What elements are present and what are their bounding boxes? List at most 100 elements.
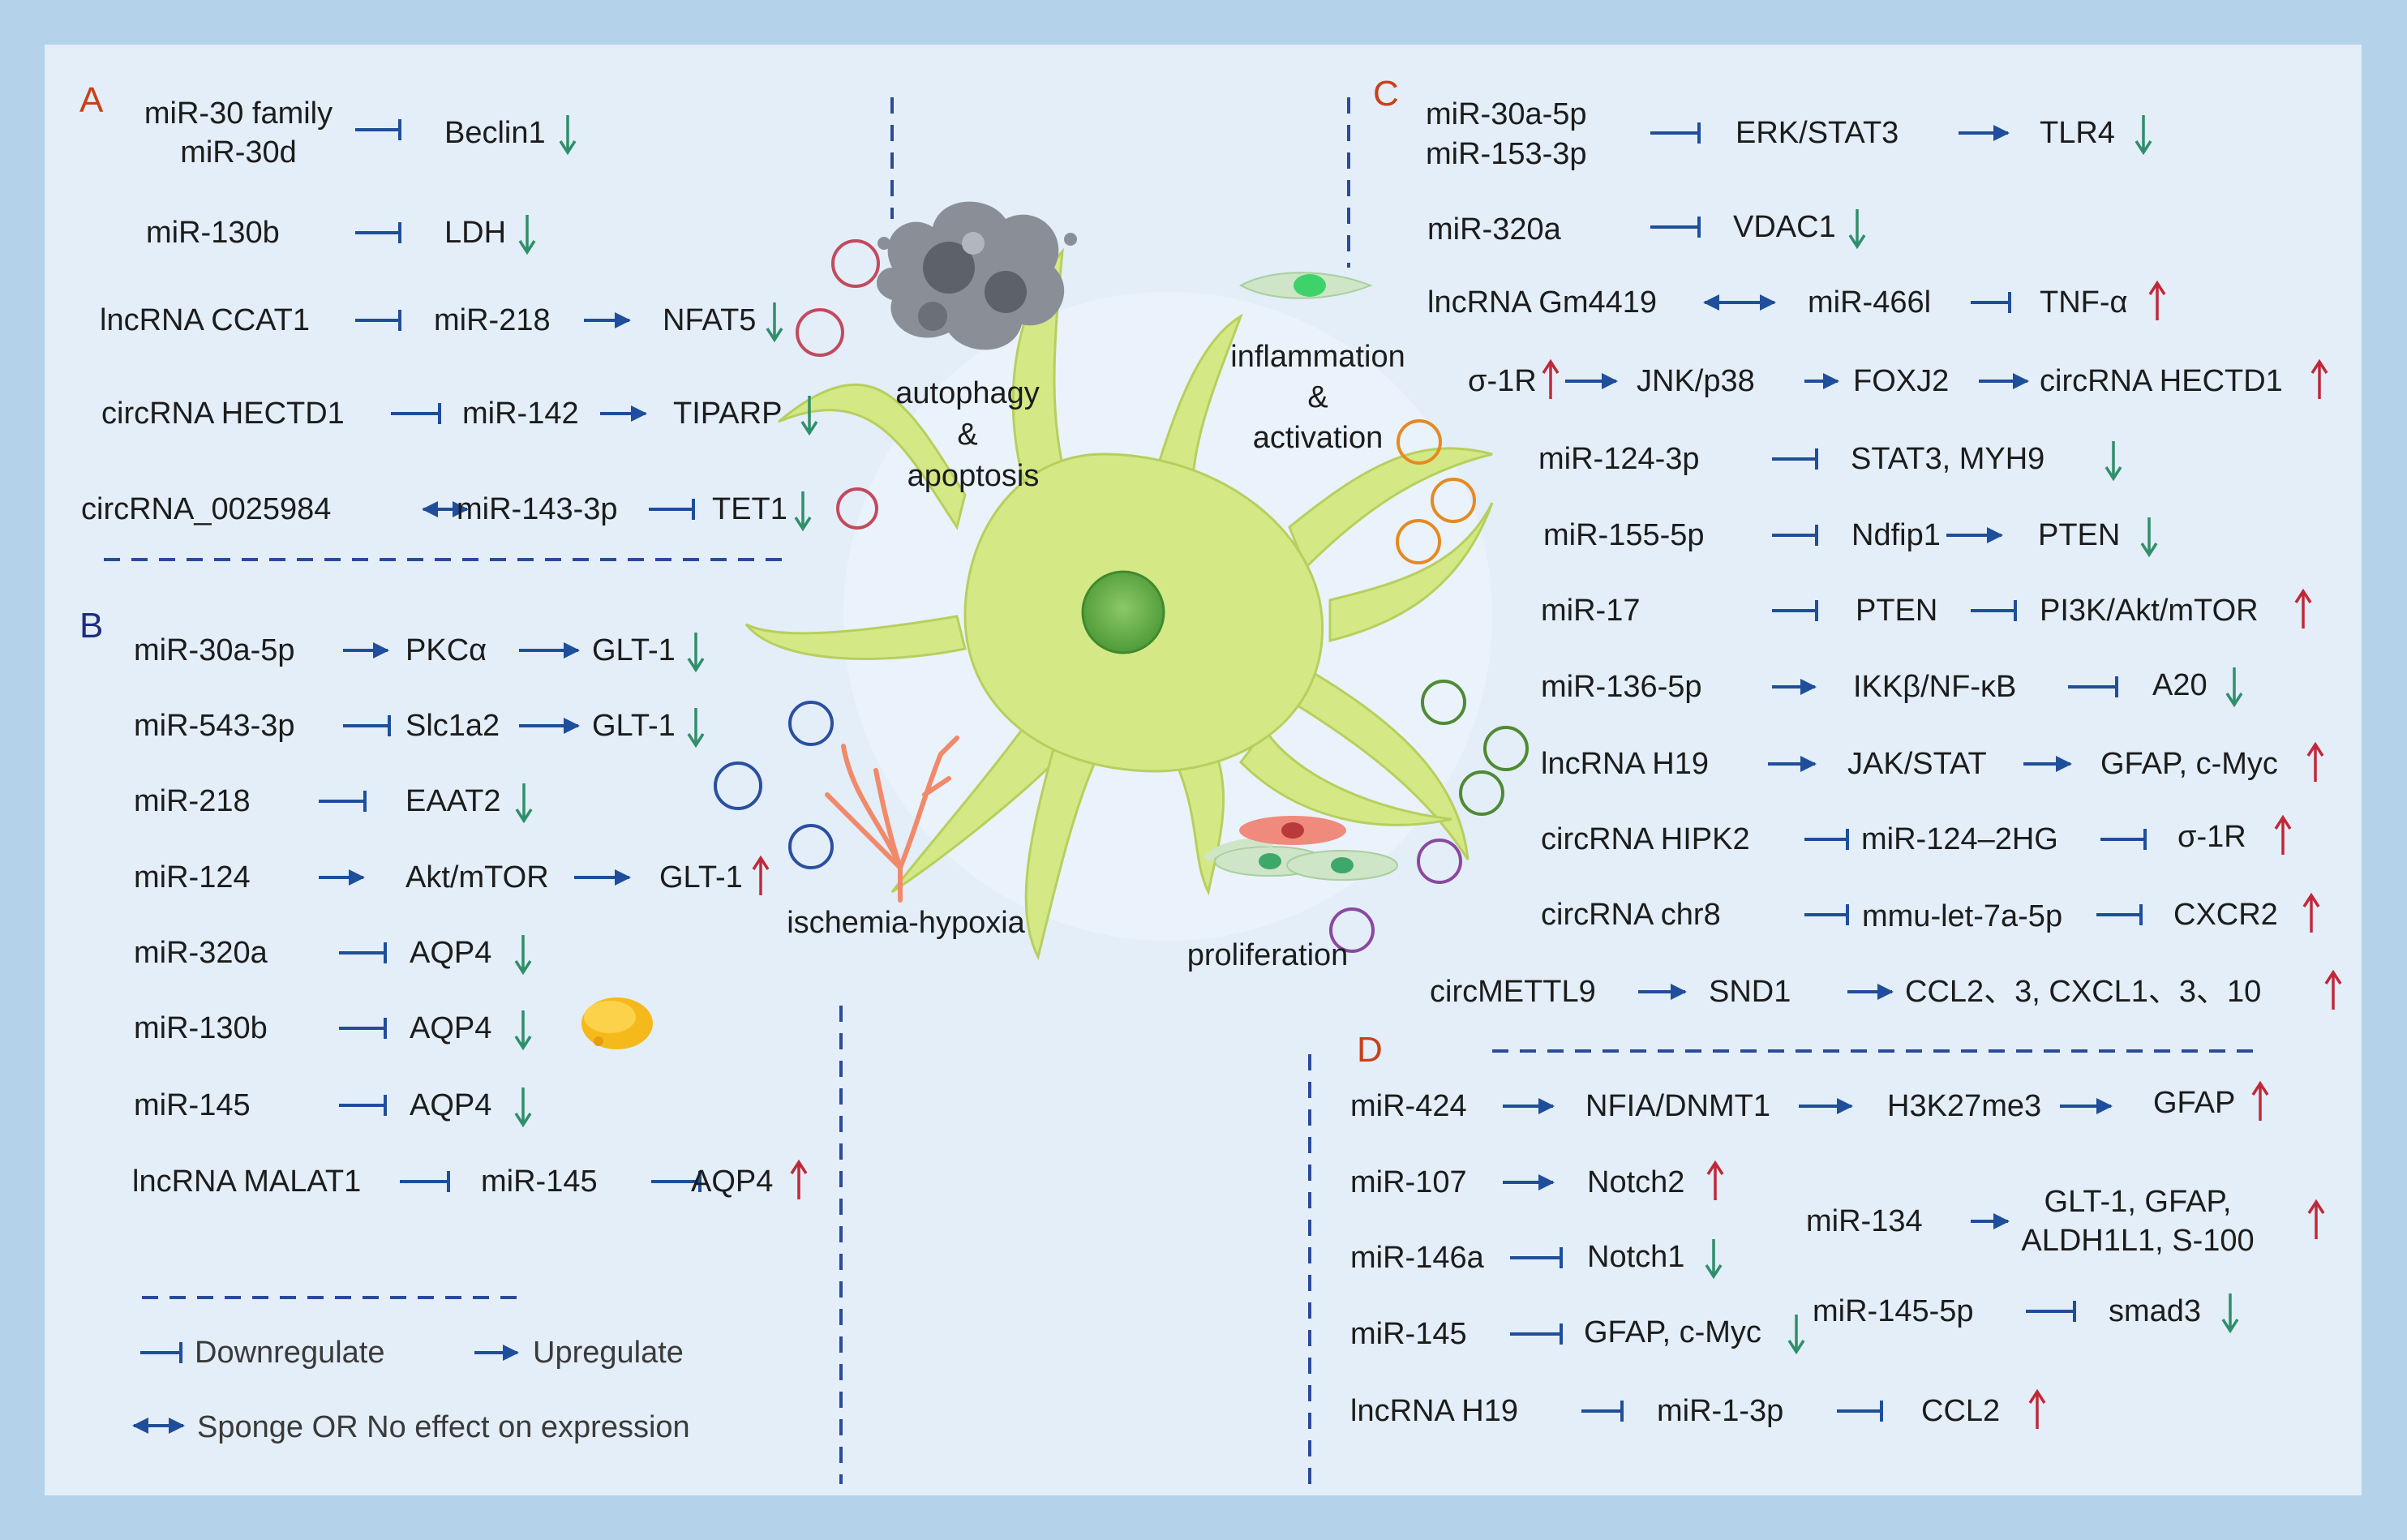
down-arrow-icon (559, 115, 577, 156)
down-arrow-icon (2225, 667, 2243, 708)
c10-target: σ-1R (2177, 820, 2246, 854)
a2-target: LDH (444, 216, 507, 250)
c7-target: PI3K/Akt/mTOR (2040, 594, 2259, 628)
vesicle-icon (581, 997, 653, 1049)
legend-downregulate: Downregulate (195, 1336, 385, 1370)
d1-mid: NFIA/DNMT1 (1585, 1089, 1770, 1123)
d4-target-2: ALDH1L1, S-100 (2021, 1224, 2255, 1258)
down-arrow-icon (2140, 517, 2158, 558)
inflammation-amp: & (1307, 380, 1328, 414)
regulation-indicators (514, 115, 2342, 1429)
a1-source-2: miR-30d (180, 135, 297, 169)
b5-target: AQP4 (410, 936, 492, 970)
c6-mid: Ndfip1 (1851, 518, 1941, 552)
b3-source: miR-218 (134, 784, 251, 818)
a1-source-1: miR-30 family (144, 97, 333, 131)
b1-target: GLT-1 (592, 633, 676, 667)
section-b-label: B (79, 606, 104, 646)
up-arrow-icon (1542, 358, 1560, 399)
down-arrow-icon (687, 633, 705, 673)
down-arrow-icon (514, 935, 532, 976)
connectors (132, 119, 2147, 1434)
c2-target: VDAC1 (1733, 210, 1836, 244)
c8-source: miR-136-5p (1541, 670, 1702, 704)
down-arrow-icon (518, 215, 536, 255)
c1-source-2: miR-153-3p (1426, 137, 1587, 171)
d5-source: miR-145 (1350, 1317, 1467, 1351)
c10-source: circRNA HIPK2 (1541, 822, 1750, 856)
section-d-label: D (1357, 1030, 1383, 1070)
down-arrow-icon (1705, 1239, 1723, 1280)
d6-source: miR-145-5p (1813, 1294, 1974, 1328)
autophagy-cloud-icon (877, 201, 1077, 350)
b3-target: EAAT2 (405, 784, 501, 818)
a2-source: miR-130b (146, 216, 280, 250)
up-arrow-icon (752, 855, 770, 895)
b8-source: lncRNA MALAT1 (132, 1165, 362, 1199)
down-arrow-icon (2221, 1293, 2239, 1334)
c11-target: CXCR2 (2173, 898, 2278, 932)
d2-source: miR-107 (1350, 1165, 1467, 1199)
c4-step-2: FOXJ2 (1853, 364, 1950, 398)
c9-source: lncRNA H19 (1541, 747, 1709, 781)
b1-mid: PKCα (405, 633, 487, 667)
up-arrow-icon (2028, 1388, 2046, 1429)
c11-mid: mmu-let-7a-5p (1862, 899, 2063, 933)
up-arrow-icon (790, 1159, 808, 1199)
c6-target: PTEN (2038, 518, 2121, 552)
autophagy-label: autophagy (895, 376, 1040, 410)
c4-source: σ-1R (1468, 364, 1537, 398)
down-arrow-icon (1787, 1315, 1805, 1355)
activation-label: activation (1252, 421, 1384, 455)
down-arrow-icon (514, 1010, 532, 1051)
a5-mid: miR-143-3p (457, 492, 618, 526)
d6-target: smad3 (2109, 1294, 2202, 1328)
down-arrow-icon (2105, 441, 2122, 482)
b5-source: miR-320a (134, 936, 268, 970)
b2-mid: Slc1a2 (405, 709, 500, 743)
d4-source: miR-134 (1806, 1204, 1923, 1238)
b2-target: GLT-1 (592, 709, 676, 743)
c4-step-1: JNK/p38 (1637, 364, 1755, 398)
a1-target: Beclin1 (444, 116, 546, 150)
c5-target: STAT3, MYH9 (1851, 442, 2045, 476)
c5-source: miR-124-3p (1538, 442, 1700, 476)
b7-target: AQP4 (410, 1088, 492, 1122)
section-a-label: A (79, 80, 104, 120)
blood-vessel-icon (825, 736, 959, 903)
b8-mid: miR-145 (481, 1165, 598, 1199)
c6-source: miR-155-5p (1543, 518, 1705, 552)
b4-target: GLT-1 (659, 860, 743, 894)
a4-mid: miR-142 (462, 397, 579, 431)
d2-target: Notch2 (1587, 1165, 1685, 1199)
down-arrow-icon (794, 491, 812, 532)
down-arrow-icon (1848, 209, 1866, 250)
b7-source: miR-145 (134, 1088, 251, 1122)
d1-mid-2: H3K27me3 (1887, 1089, 2042, 1123)
ischemia-label: ischemia-hypoxia (787, 906, 1025, 940)
d1-target: GFAP (2153, 1086, 2236, 1120)
up-arrow-icon (2306, 741, 2324, 782)
down-arrow-icon (687, 708, 705, 749)
up-arrow-icon (2294, 588, 2312, 628)
b2-source: miR-543-3p (134, 709, 295, 743)
c1-source-1: miR-30a-5p (1426, 97, 1587, 131)
up-arrow-icon (2148, 280, 2166, 320)
up-arrow-icon (2274, 814, 2292, 855)
c12-mid: SND1 (1709, 975, 1791, 1009)
c9-target: GFAP, c-Myc (2100, 747, 2278, 781)
b6-source: miR-130b (134, 1011, 268, 1045)
c3-source: lncRNA Gm4419 (1427, 285, 1658, 320)
c8-target: A20 (2152, 668, 2207, 702)
up-arrow-icon (2302, 892, 2320, 933)
exosome-circles (714, 239, 1529, 953)
legend-upregulate: Upregulate (533, 1336, 684, 1370)
a3-mid: miR-218 (434, 303, 551, 337)
up-arrow-icon (2310, 358, 2328, 399)
down-arrow-icon (2135, 115, 2152, 156)
c3-mid: miR-466l (1808, 285, 1932, 320)
autophagy-amp: & (957, 418, 978, 452)
apoptosis-label: apoptosis (907, 459, 1040, 493)
section-dividers (104, 97, 2263, 1484)
